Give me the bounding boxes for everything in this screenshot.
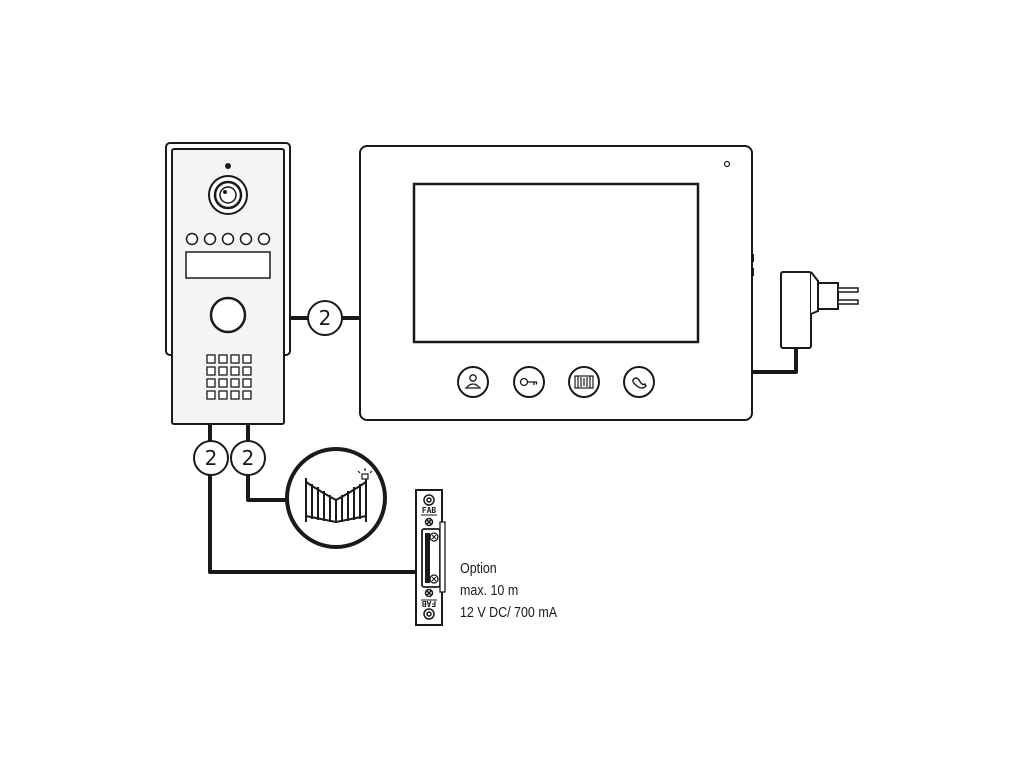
wire-count-doorstation-gate: 2 bbox=[242, 446, 255, 470]
intercom-button[interactable] bbox=[457, 366, 489, 398]
wire-count-badge: 2 bbox=[193, 440, 229, 476]
name-tag bbox=[185, 251, 271, 279]
gate-symbol bbox=[285, 447, 387, 549]
lock-screw bbox=[424, 588, 434, 598]
lock-option-note: Option max. 10 m 12 V DC/ 700 mA bbox=[460, 558, 572, 624]
electric-lock: FAB FAB bbox=[415, 489, 446, 626]
lock-label-bottom: FAB bbox=[422, 599, 437, 608]
indicator-leds bbox=[185, 232, 271, 246]
wire-count-doorstation-monitor: 2 bbox=[319, 306, 332, 330]
note-power-spec: 12 V DC/ 700 mA bbox=[460, 605, 558, 621]
power-adapter-icon bbox=[780, 271, 859, 349]
warning-light-icon bbox=[357, 468, 373, 480]
gate-icon bbox=[574, 375, 594, 389]
key-unlock-icon bbox=[519, 377, 538, 387]
call-button[interactable] bbox=[209, 296, 247, 334]
lock-screw bbox=[424, 517, 434, 527]
monitor-screen bbox=[412, 182, 700, 344]
intercom-person-icon bbox=[464, 374, 482, 389]
swing-gate-icon bbox=[305, 478, 367, 524]
gate-button[interactable] bbox=[568, 366, 600, 398]
wire-count-doorstation-lock: 2 bbox=[205, 446, 218, 470]
monitor-led bbox=[723, 160, 731, 168]
note-option-label: Option bbox=[460, 561, 497, 577]
handset-button[interactable] bbox=[623, 366, 655, 398]
lock-label-top: FAB bbox=[422, 506, 437, 515]
wire-count-badge: 2 bbox=[307, 300, 343, 336]
camera-icon bbox=[208, 175, 248, 215]
note-max-distance: max. 10 m bbox=[460, 583, 519, 599]
indoor-monitor bbox=[359, 145, 754, 421]
lock-screw-top bbox=[423, 494, 435, 506]
wire-count-badge: 2 bbox=[230, 440, 266, 476]
handset-icon bbox=[632, 377, 647, 389]
status-led bbox=[225, 163, 231, 169]
unlock-button[interactable] bbox=[513, 366, 545, 398]
door-station bbox=[165, 142, 291, 425]
door-station-panel bbox=[171, 148, 285, 425]
lock-screw-bottom bbox=[423, 608, 435, 620]
keypad bbox=[206, 354, 252, 400]
wire-monitor-adapter bbox=[752, 348, 798, 374]
